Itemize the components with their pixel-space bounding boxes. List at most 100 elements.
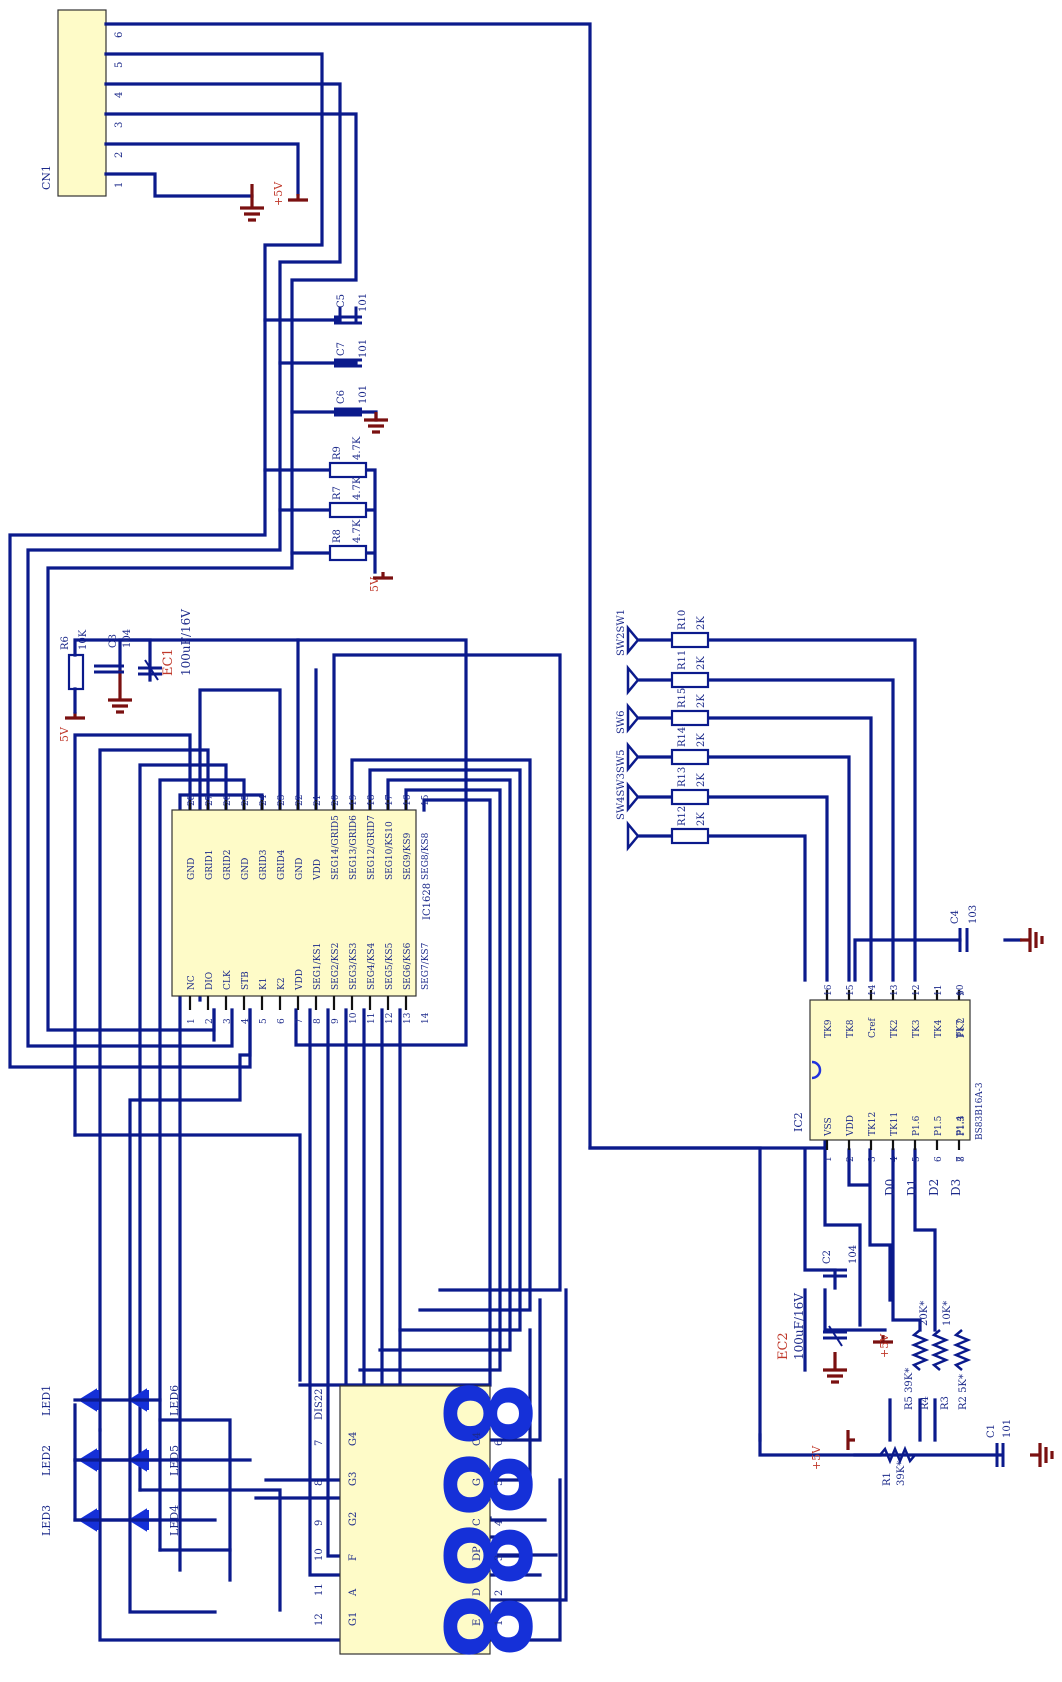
ic1628-pin-label: SEG8/KS8 (421, 832, 431, 880)
ec1-value: 100uF/16V (179, 609, 193, 676)
ic1628-pin-number: 2 (205, 1018, 215, 1024)
ic1628-pin-number: 21 (313, 795, 323, 806)
ic1628-pin-number: 20 (331, 794, 341, 806)
ic2-pin-number: 7 (956, 1156, 966, 1162)
ic1628-pin-label: SEG14/GRID5 (331, 815, 341, 880)
touch-switches: SW2SW1 SW6 SW4SW3SW5 (616, 609, 640, 852)
resistor-r6: R6 10K (60, 629, 89, 691)
ic1628-pin-label: SEG13/GRID6 (349, 815, 359, 880)
ic1628-pin-number: 7 (295, 1018, 305, 1024)
cn1-pin-1: 1 (114, 182, 125, 188)
capacitor-ec2: EC2 100uF/16V (776, 1293, 847, 1360)
capacitor-c6: C6 101 (334, 385, 369, 417)
ic2-pin-label: VSS (824, 1117, 834, 1137)
ic2-pin-number: 8 (957, 1156, 967, 1162)
led-label: LED5 (168, 1445, 181, 1476)
cn1-pin-3: 3 (114, 122, 125, 128)
ic1628-pin-number: 11 (367, 1013, 377, 1024)
led-label: LED1 (40, 1385, 53, 1416)
ic1628-pin-label: K1 (259, 978, 269, 990)
switch-label: SW6 (616, 711, 627, 735)
ic1628-pin-label: SEG10/KS10 (385, 821, 395, 880)
ic1628-pin-number: 9 (331, 1018, 341, 1024)
cn1-ref: CN1 (40, 165, 53, 190)
ic2-pin-number: 16 (824, 984, 834, 996)
ic1628-pin-number: 26 (223, 794, 233, 806)
r3-ref: R3 (940, 1396, 951, 1410)
ic2-pin-label: TK3 (912, 1019, 922, 1038)
ic2-pin-label: TK7 (956, 1019, 966, 1038)
ic2-pin-number: 11 (934, 985, 944, 996)
ic2-pin-number: 2 (846, 1156, 856, 1162)
ic1628-pin-label: DIO (205, 972, 215, 990)
ic1628-pin-number: 28 (187, 794, 197, 806)
ic1628-pin-number: 27 (205, 794, 215, 806)
c6-value: 101 (358, 385, 369, 404)
r8-value: 4.7K (352, 519, 363, 543)
ground-symbols (65, 184, 1054, 1467)
ic1628-pin-label: GND (295, 858, 305, 880)
ic1628-pin-number: 3 (223, 1018, 233, 1024)
c3-value: 104 (122, 629, 133, 648)
r10-ref: R10 (677, 610, 688, 630)
r15-ref: R15 (677, 688, 688, 708)
c7-ref: C7 (336, 342, 347, 356)
ic1628-pin-number: 8 (313, 1018, 323, 1024)
ic1628-pin-label: K2 (277, 978, 287, 990)
display-pin-number: 7 (314, 1440, 325, 1446)
display-pin-label: A (348, 1588, 359, 1597)
display-pin-label: G2 (348, 1512, 359, 1526)
display-pin-number: 8 (314, 1480, 325, 1486)
led-label: LED4 (168, 1505, 181, 1536)
r13-value: 2K (696, 773, 707, 787)
ic2-pin-number: 4 (890, 1156, 900, 1162)
ic2-pin-number: 3 (868, 1156, 878, 1162)
ground-icon (1020, 928, 1044, 952)
c5-ref: C5 (336, 294, 347, 308)
display-pin-number: 11 (314, 1583, 325, 1596)
connector-cn1: CN1 6 5 4 3 2 1 (40, 9, 125, 197)
ic1628-pin-label: GRID3 (259, 849, 269, 880)
r14-value: 2K (696, 733, 707, 747)
r6-ref: R6 (60, 636, 71, 650)
led-label: LED2 (40, 1445, 53, 1476)
c2-ref: C2 (822, 1250, 833, 1264)
ic1628-pin-label: GRID4 (277, 849, 287, 880)
r13-ref: R13 (677, 767, 688, 787)
led-label: LED3 (40, 1505, 53, 1536)
cn1-pin-5: 5 (114, 62, 125, 68)
ic2-pin-number: 12 (912, 985, 922, 996)
ic2-pin-label: TK2 (890, 1020, 900, 1038)
switch-triangle-icon (626, 781, 640, 813)
ic2-pin-number: 5 (912, 1156, 922, 1162)
ic1628-pin-number: 10 (349, 1012, 359, 1024)
ic1628-pin-number: 24 (259, 794, 269, 806)
display-pin-label: G4 (348, 1432, 359, 1446)
ic2-pin-number: 14 (868, 984, 878, 996)
switch-label: SW2SW1 (616, 609, 627, 656)
ic2-pin-label: Cref (868, 1017, 878, 1038)
ic1628-pin-number: 13 (403, 1012, 413, 1024)
ic1628-pin-label: GRID2 (223, 850, 233, 880)
ic1628-pin-label: GND (241, 858, 251, 880)
switch-triangle-icon (626, 741, 640, 773)
r15-value: 2K (696, 694, 707, 708)
r1-ref: R1 (882, 1472, 893, 1486)
display-pin-number: 12 (314, 1613, 325, 1626)
net-label-d1: D1 (905, 1179, 919, 1196)
display-pin-label: D (472, 1588, 483, 1596)
ic2-pin-number: 13 (890, 984, 900, 996)
capacitor-c4: C4 103 (950, 905, 979, 952)
r7-ref: R7 (332, 486, 343, 500)
ic1628-pin-label: SEG9/KS9 (403, 832, 413, 880)
c1-value: 101 (1002, 1419, 1013, 1438)
ic1628-pin-label: SEG3/KS3 (349, 942, 359, 990)
ic1628-pin-number: 17 (385, 794, 395, 806)
r5-value: R5 39K* (904, 1368, 915, 1410)
capacitor-c1: C1 101 (986, 1419, 1013, 1467)
ic2-chip: IC2 BS83B16A-3 16TK91VSS15TK82VDD14Cref3… (792, 984, 985, 1162)
ic1628-pin-label: SEG12/GRID7 (367, 815, 377, 880)
led-label: LED6 (168, 1385, 181, 1416)
display-digits-text: 8888 (417, 1378, 555, 1662)
